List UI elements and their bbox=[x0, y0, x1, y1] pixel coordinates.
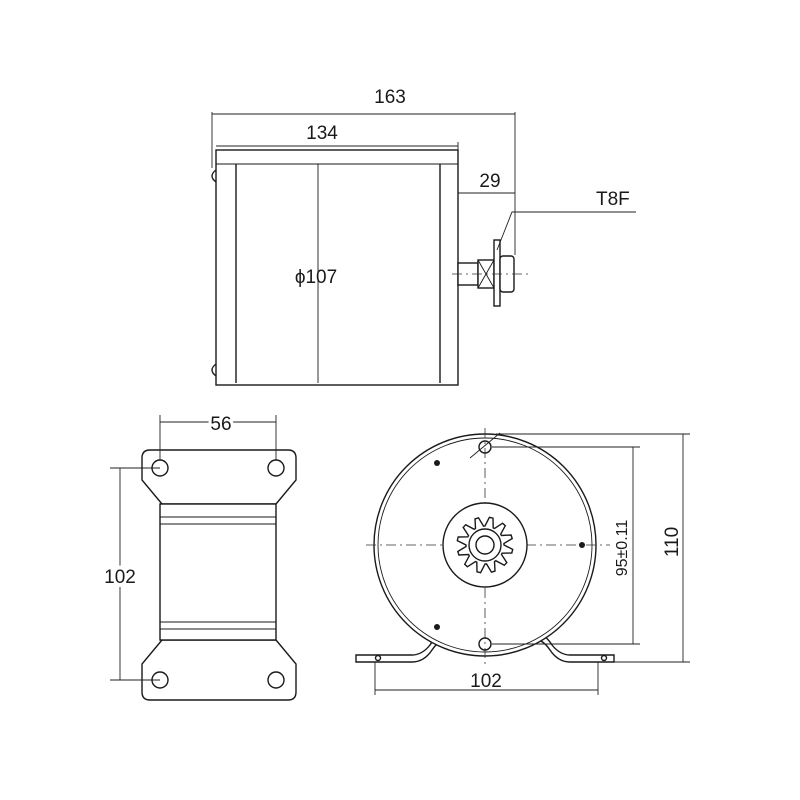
front-view: 110 95±0.11 102 bbox=[355, 428, 690, 695]
mount-hole-br bbox=[267, 671, 285, 689]
sprocket-hub bbox=[468, 528, 502, 562]
dim-label-110: 110 bbox=[662, 527, 683, 557]
callout-t8f: T8F bbox=[596, 189, 630, 210]
bolt-head-bottom bbox=[211, 363, 217, 377]
dim-label-134: 134 bbox=[306, 123, 338, 144]
hole-leader bbox=[469, 432, 501, 459]
side-view: 163 134 29 T8F ϕ107 bbox=[211, 87, 636, 386]
dim-label-56: 56 bbox=[210, 414, 231, 435]
foot-hole-left bbox=[374, 654, 382, 662]
diameter-label: ϕ107 bbox=[295, 267, 337, 288]
leader-t8f bbox=[496, 211, 636, 251]
dim-label-29: 29 bbox=[479, 171, 500, 192]
mount-flange-bottom bbox=[141, 639, 297, 701]
dim-label-95: 95±0.11 bbox=[614, 520, 631, 577]
dim-label-102h: 102 bbox=[470, 671, 502, 692]
face-dot-3 bbox=[434, 624, 440, 630]
mount-flange-top bbox=[141, 449, 297, 505]
bolt-head-top bbox=[211, 169, 217, 183]
face-dot-1 bbox=[434, 460, 440, 466]
face-hole-top bbox=[478, 440, 492, 454]
foot-hole-right bbox=[600, 654, 608, 662]
dim-label-163: 163 bbox=[374, 87, 406, 108]
shaft-bore bbox=[475, 535, 495, 555]
body-bottom bbox=[159, 503, 277, 641]
face-hole-bottom bbox=[478, 637, 492, 651]
dim-label-102v: 102 bbox=[104, 567, 136, 588]
bottom-view: 56 102 bbox=[100, 411, 297, 701]
motor-body bbox=[215, 149, 459, 386]
face-dot-2 bbox=[579, 542, 585, 548]
